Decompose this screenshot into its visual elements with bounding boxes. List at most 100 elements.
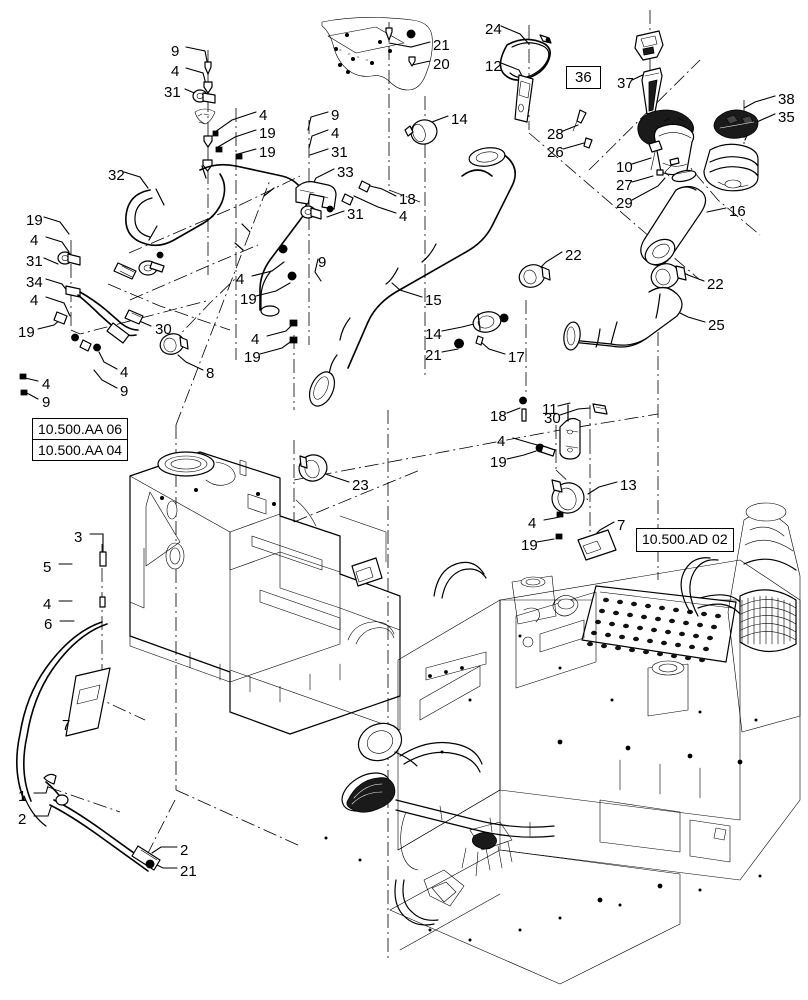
callout-19: 19 bbox=[259, 144, 276, 161]
callout-9: 9 bbox=[331, 107, 340, 124]
callout-box-36: 36 bbox=[566, 66, 601, 89]
clamp-23 bbox=[298, 454, 328, 482]
callout-4: 4 bbox=[171, 63, 180, 80]
callout-18: 18 bbox=[490, 408, 507, 425]
callout-18: 18 bbox=[399, 191, 416, 208]
callout-2: 2 bbox=[18, 811, 27, 828]
ref-box-aa06: 10.500.AA 06 bbox=[38, 421, 123, 437]
callout-16: 16 bbox=[729, 203, 746, 220]
callout-4: 4 bbox=[528, 515, 537, 532]
decal-7-left bbox=[65, 667, 111, 737]
callout-9: 9 bbox=[171, 43, 180, 60]
small-parts-27-29 bbox=[648, 140, 697, 183]
callout-31: 31 bbox=[26, 253, 43, 270]
callout-21: 21 bbox=[180, 863, 197, 880]
callout-14: 14 bbox=[451, 111, 468, 128]
fuel-line-cluster bbox=[19, 251, 165, 396]
saddle-38 bbox=[713, 109, 759, 139]
callout-19: 19 bbox=[18, 324, 35, 341]
callout-19: 19 bbox=[521, 537, 538, 554]
callout-22: 22 bbox=[565, 247, 582, 264]
callout-37: 37 bbox=[617, 75, 634, 92]
callout-19: 19 bbox=[244, 349, 261, 366]
bracket-11 bbox=[519, 396, 608, 460]
callout-29: 29 bbox=[616, 195, 633, 212]
lower-rod bbox=[43, 773, 161, 872]
callout-21: 21 bbox=[433, 37, 450, 54]
reference-box-stack: 10.500.AA 06 10.500.AA 04 bbox=[32, 418, 129, 461]
clamp-22-right bbox=[650, 263, 687, 289]
callout-19: 19 bbox=[259, 125, 276, 142]
intake-mesh bbox=[740, 595, 797, 645]
callout-10: 10 bbox=[616, 159, 633, 176]
callout-25: 25 bbox=[708, 317, 725, 334]
callout-26: 26 bbox=[547, 144, 564, 161]
step-plate-holes bbox=[587, 597, 721, 663]
callout-31: 31 bbox=[347, 206, 364, 223]
callout-32: 32 bbox=[108, 167, 125, 184]
callout-4: 4 bbox=[399, 208, 408, 225]
callout-4: 4 bbox=[497, 433, 506, 450]
callout-11: 11 bbox=[542, 401, 558, 418]
ref-box-ad02: 10.500.AD 02 bbox=[636, 528, 734, 552]
bolts-28-26 bbox=[572, 109, 593, 149]
callout-33: 33 bbox=[337, 164, 354, 181]
callout-4: 4 bbox=[30, 292, 39, 309]
callout-19: 19 bbox=[26, 212, 43, 229]
callout-7: 7 bbox=[62, 717, 71, 734]
decal-7-right bbox=[577, 529, 617, 561]
callout-30: 30 bbox=[544, 410, 561, 427]
filter-element bbox=[341, 772, 396, 813]
callout-9: 9 bbox=[42, 394, 51, 411]
callout-8: 8 bbox=[206, 365, 215, 382]
fuel-tank bbox=[129, 451, 401, 735]
callout-15: 15 bbox=[425, 292, 442, 309]
clamp-14-top bbox=[404, 119, 438, 145]
callout-38: 38 bbox=[778, 91, 795, 108]
exhaust-pipe-25 bbox=[563, 286, 683, 351]
bolts-4-19-mid bbox=[278, 244, 298, 344]
callout-19: 19 bbox=[490, 454, 507, 471]
bracket-33 bbox=[295, 180, 371, 220]
ref-box-aa04: 10.500.AA 04 bbox=[33, 439, 128, 460]
callout-24: 24 bbox=[485, 21, 502, 38]
callout-31: 31 bbox=[331, 144, 348, 161]
clamp-14-center bbox=[454, 311, 509, 349]
callout-3: 3 bbox=[74, 529, 83, 546]
callout-4: 4 bbox=[236, 271, 245, 288]
clamp-24 bbox=[499, 34, 552, 81]
rod-assembly-left bbox=[16, 551, 108, 827]
callout-14: 14 bbox=[425, 326, 442, 343]
callout-31: 31 bbox=[164, 84, 181, 101]
callout-4: 4 bbox=[43, 596, 52, 613]
bolts-21-20 bbox=[406, 29, 416, 67]
callout-9: 9 bbox=[318, 254, 327, 271]
callout-4: 4 bbox=[331, 125, 340, 142]
clamp-22-center bbox=[518, 264, 551, 288]
clamp-8 bbox=[159, 333, 189, 355]
callout-30: 30 bbox=[155, 321, 172, 338]
callout-1: 1 bbox=[18, 788, 27, 805]
callout-4: 4 bbox=[259, 107, 268, 124]
callout-7: 7 bbox=[617, 517, 626, 534]
callout-12: 12 bbox=[485, 58, 502, 75]
callout-27: 27 bbox=[616, 177, 633, 194]
plate-20 bbox=[321, 17, 433, 91]
muffler-cap-10 bbox=[637, 109, 695, 176]
callout-4: 4 bbox=[30, 232, 39, 249]
hose-32 bbox=[125, 163, 308, 317]
exhaust-tube-16 bbox=[640, 185, 707, 266]
callout-4: 4 bbox=[251, 331, 260, 348]
callout-23: 23 bbox=[352, 477, 369, 494]
callout-4: 4 bbox=[42, 376, 51, 393]
callout-5: 5 bbox=[43, 559, 52, 576]
callout-34: 34 bbox=[26, 274, 43, 291]
machine-chassis bbox=[324, 502, 801, 985]
callout-17: 17 bbox=[508, 349, 525, 366]
hydraulic-block bbox=[461, 821, 513, 877]
callout-13: 13 bbox=[620, 477, 637, 494]
bracket-12 bbox=[514, 74, 534, 123]
callout-35: 35 bbox=[778, 109, 795, 126]
callout-21: 21 bbox=[425, 347, 442, 364]
